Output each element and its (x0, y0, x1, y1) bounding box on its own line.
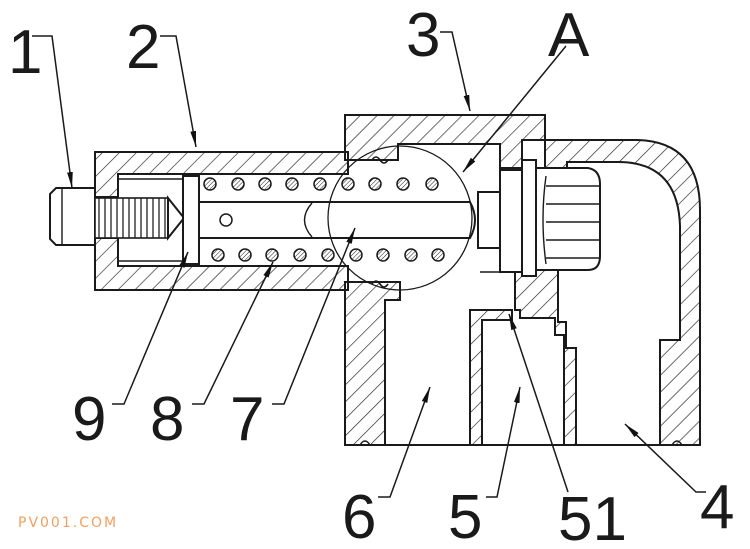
callout-2: 2 (126, 13, 160, 82)
leader-51 (508, 313, 569, 493)
watermark-text: PV001.COM (18, 515, 118, 531)
valve-head-collar (499, 169, 523, 273)
spring-coil (349, 248, 363, 262)
outlet-tube (469, 269, 577, 446)
spring-coil (265, 248, 279, 262)
valve-head-flange (521, 159, 537, 277)
leader-7 (272, 227, 356, 405)
knob-screw-tip (167, 195, 186, 241)
spring-coil (368, 177, 382, 191)
spring-coil (341, 177, 355, 191)
callout-3: 3 (406, 1, 440, 70)
valve-head-stem (477, 191, 501, 249)
leader-6 (378, 386, 431, 498)
plunger-rod (198, 201, 476, 239)
callout-8: 8 (150, 385, 184, 454)
leader-5 (486, 386, 521, 498)
valve-head-spline-body (535, 167, 601, 271)
left-housing-top-wall (94, 151, 349, 198)
valve-seat-and-tube-right-wall (514, 269, 577, 446)
spring-coil (396, 177, 410, 191)
outlet-tube-left-wall (469, 309, 513, 446)
base-mark-right (671, 440, 683, 446)
leader-lines (32, 31, 706, 498)
callout-1: 1 (8, 18, 42, 87)
spring-end-mark-top (371, 156, 389, 164)
spline-root-curve (542, 175, 547, 265)
spring-coil (258, 177, 272, 191)
leader-9 (112, 251, 189, 405)
left-housing-bottom-wall (94, 237, 349, 291)
spring-coil (238, 248, 252, 262)
compression-spring (203, 177, 445, 262)
valve-body-elbow-wall (544, 139, 701, 446)
base-mark-left (359, 440, 371, 446)
adjusting-knob (49, 187, 186, 246)
plunger-pin-hole (219, 213, 233, 227)
leader-4 (624, 423, 706, 493)
spring-coil (425, 177, 439, 191)
spring-coil (293, 248, 307, 262)
spring-coil (211, 248, 225, 262)
valve-body (344, 114, 701, 446)
plunger-rod-body (198, 201, 476, 239)
leader-3 (440, 31, 471, 112)
spring-coil (231, 177, 245, 191)
spring-coil (285, 177, 299, 191)
spring-coil (321, 248, 335, 262)
callout-6: 6 (342, 483, 376, 549)
spring-end-mark-bottom (371, 280, 389, 288)
valve-body-top-wall (344, 114, 546, 169)
spring-coil (203, 177, 217, 191)
leader-8 (192, 261, 274, 405)
leader-2 (160, 35, 197, 148)
leader-a (462, 45, 567, 173)
callout-9: 9 (72, 385, 106, 454)
callout-labels: 1 2 3 A 9 8 7 6 5 51 4 (8, 1, 734, 549)
spring-coil (431, 248, 445, 262)
knob-head (49, 187, 96, 246)
spring-coil (313, 177, 327, 191)
callout-7: 7 (230, 385, 264, 454)
spring-seat-plate (182, 175, 200, 265)
spring-coil (376, 248, 390, 262)
knob-threaded-shank (94, 197, 169, 239)
callout-a: A (548, 1, 590, 70)
callout-51: 51 (558, 485, 627, 549)
plunger-sleeve-edge (303, 202, 313, 238)
callout-5: 5 (448, 483, 482, 549)
detail-circle-a (327, 145, 473, 291)
spring-coil (404, 248, 418, 262)
callout-4: 4 (700, 473, 734, 542)
leader-1 (32, 35, 73, 189)
valve-head (477, 159, 601, 277)
valve-body-left-wall (344, 281, 401, 446)
